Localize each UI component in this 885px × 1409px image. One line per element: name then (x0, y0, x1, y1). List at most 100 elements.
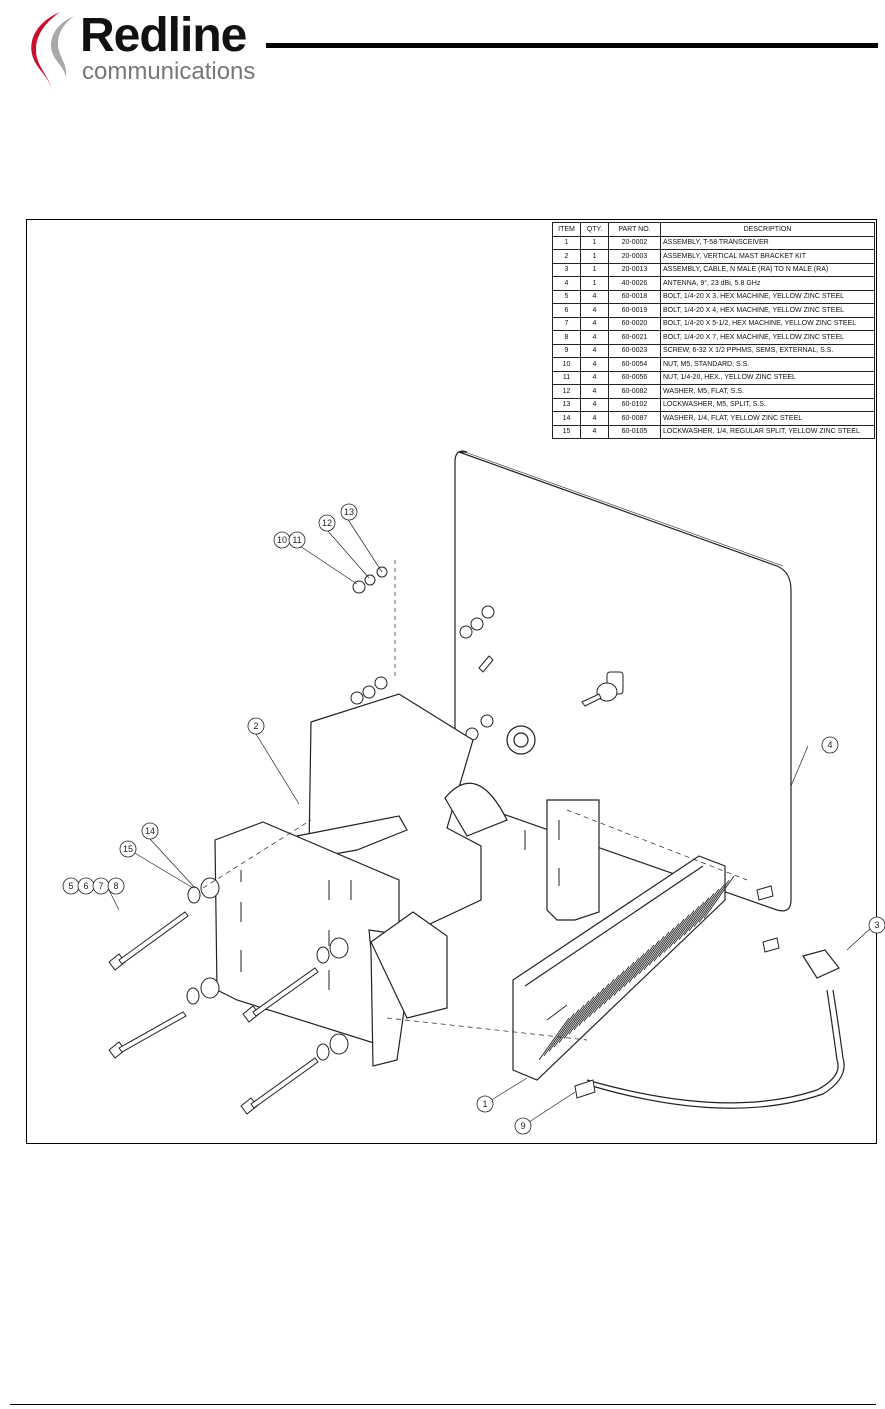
item-cell: 11 (552, 370, 581, 385)
qty-cell: 1 (580, 249, 609, 264)
callout-bubbles (62, 503, 885, 1135)
callout-4: 4 (827, 740, 832, 750)
heatsink-fin (638, 931, 670, 975)
description-cell: BOLT, 1/4-20 X 4, HEX MACHINE, YELLOW ZI… (660, 303, 875, 318)
mast-bracket (214, 693, 600, 1067)
heatsink-fin (583, 979, 615, 1022)
description-cell: WASHER, 1/4, FLAT, YELLOW ZINC STEEL (660, 411, 875, 426)
callout-2: 2 (253, 721, 258, 731)
heatsink-fin (623, 944, 655, 988)
item-cell: 13 (552, 397, 581, 412)
cable (586, 949, 845, 1109)
heatsink-fin (618, 948, 650, 992)
exploded-assembly-drawing: 1 2 3 4 5 6 7 8 9 10 11 12 13 14 15 (62, 450, 885, 1135)
footer-rule (10, 1404, 876, 1405)
heatsink-fin (563, 996, 595, 1039)
antenna-connector (581, 671, 624, 707)
callout-14-bubble (141, 822, 159, 840)
item-cell: 4 (552, 276, 581, 291)
part-no-cell: 60-0082 (608, 384, 661, 399)
description-cell: BOLT, 1/4-20 X 3, HEX MACHINE, YELLOW ZI… (660, 289, 875, 304)
callout-11-bubble (288, 531, 306, 549)
description-cell: LOCKWASHER, 1/4, REGULAR SPLIT, YELLOW Z… (660, 424, 875, 439)
item-cell: 5 (552, 289, 581, 304)
heatsink-fin (663, 910, 695, 953)
heatsink-fin (653, 918, 685, 962)
qty-cell: 4 (580, 303, 609, 318)
part-no-cell: 60-0021 (608, 330, 661, 345)
callout-3: 3 (874, 920, 879, 930)
logo-subtitle: communications (82, 58, 256, 85)
item-cell: 6 (552, 303, 581, 318)
callout-11: 11 (292, 535, 301, 545)
washers (186, 877, 349, 1061)
callout-3-bubble (868, 916, 885, 934)
callout-9-bubble (514, 1117, 532, 1135)
callout-12: 12 (322, 518, 332, 528)
qty-cell: 1 (580, 235, 609, 250)
header-rule (266, 43, 878, 48)
callout-7: 7 (98, 881, 103, 891)
item-cell: 10 (552, 357, 581, 372)
heatsink-fin (588, 974, 620, 1018)
logo-wordmark: Redline (80, 9, 247, 62)
description-cell: ASSEMBLY, T-58 TRANSCEIVER (660, 235, 875, 250)
callout-4-bubble (821, 736, 839, 754)
item-cell: 14 (552, 411, 581, 426)
callout-1: 1 (482, 1099, 487, 1109)
qty-cell: 1 (580, 276, 609, 291)
item-cell: 7 (552, 316, 581, 331)
part-no-cell: 60-0054 (608, 357, 661, 372)
qty-cell: 4 (580, 411, 609, 426)
heatsink-fin (683, 893, 715, 936)
heatsink-fin (703, 875, 735, 919)
table-header-row: ITEM QTY. PART NO. DESCRIPTION (552, 222, 875, 237)
qty-cell: 4 (580, 370, 609, 385)
callout-10: 10 (277, 535, 287, 545)
heatsink-fin (558, 1000, 590, 1044)
column-header: DESCRIPTION (660, 222, 875, 237)
callout-6: 6 (83, 881, 88, 891)
heatsink-fin (693, 884, 725, 927)
description-cell: ASSEMBLY, VERTICAL MAST BRACKET KIT (660, 249, 875, 264)
heatsink-fin (678, 897, 710, 940)
heatsink-fin (613, 953, 645, 996)
heatsink-fin (548, 1009, 580, 1052)
part-no-cell: 20-0013 (608, 262, 661, 277)
heatsink-fin (593, 970, 625, 1013)
callout-9: 9 (520, 1121, 525, 1131)
heatsink-fin (643, 927, 675, 970)
heatsink-fin (673, 901, 705, 945)
qty-cell: 4 (580, 316, 609, 331)
description-cell: BOLT, 1/4-20 X 7, HEX MACHINE, YELLOW ZI… (660, 330, 875, 345)
heatsink-fin (668, 905, 700, 949)
part-no-cell: 60-0019 (608, 303, 661, 318)
callout-13-bubble (340, 503, 358, 521)
part-no-cell: 20-0003 (608, 249, 661, 264)
qty-cell: 4 (580, 330, 609, 345)
description-cell: WASHER, M5, FLAT, S.S. (660, 384, 875, 399)
heatsink-fin (688, 888, 720, 932)
item-cell: 12 (552, 384, 581, 399)
item-cell: 8 (552, 330, 581, 345)
bolts (108, 885, 780, 1115)
item-cell: 15 (552, 424, 581, 439)
item-cell: 1 (552, 235, 581, 250)
part-no-cell: 40-0026 (608, 276, 661, 291)
callout-12-bubble (318, 514, 336, 532)
heatsink-fin (658, 914, 690, 958)
description-cell: ANTENNA, 9°, 23 dBi, 5.8 GHz (660, 276, 875, 291)
callout-8: 8 (113, 881, 118, 891)
part-no-cell: 60-0020 (608, 316, 661, 331)
callout-5: 5 (68, 881, 73, 891)
heatsink-fin (608, 957, 640, 1001)
part-no-cell: 60-0056 (608, 370, 661, 385)
